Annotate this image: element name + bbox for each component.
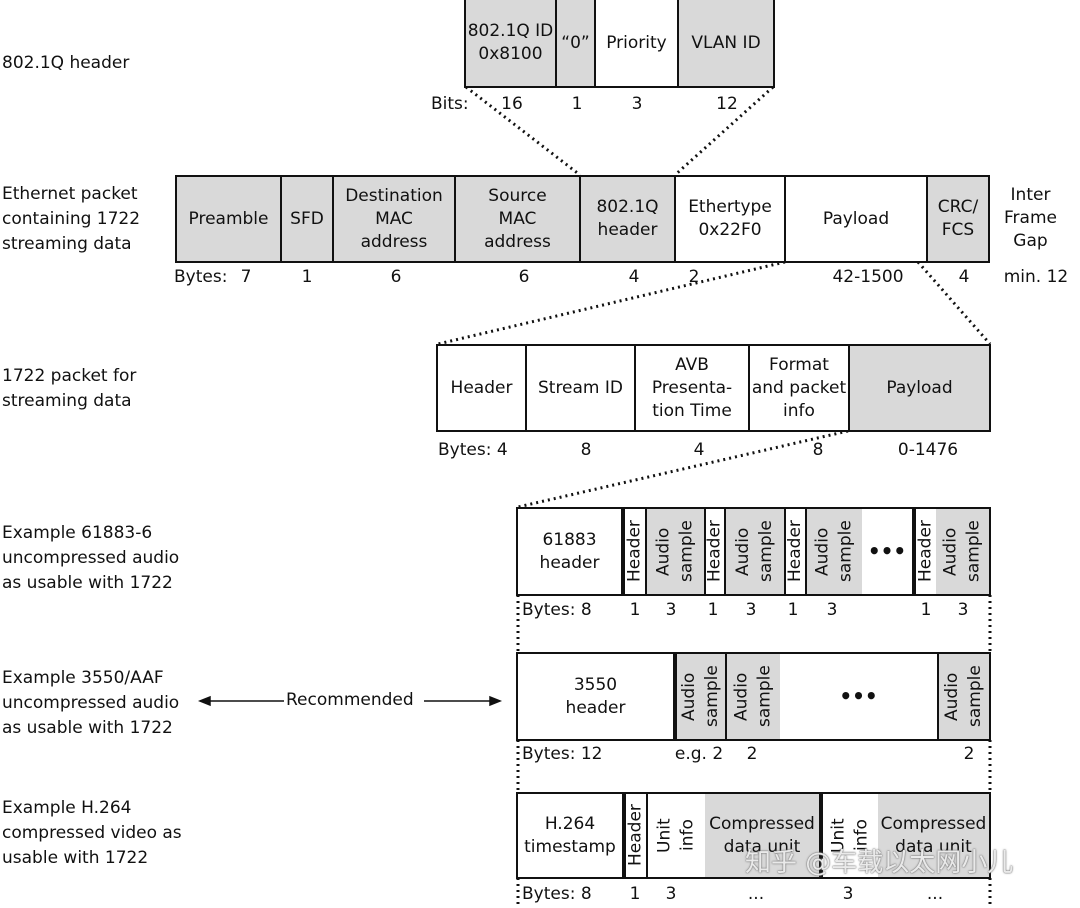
bytes-value: e.g. 2 (674, 744, 724, 764)
61883-header-field: 61883 header (518, 509, 623, 594)
audio-sample-field: Audio sample (939, 654, 989, 739)
ellipsis-field: ••• (862, 509, 914, 594)
inter-frame-gap-label: Inter Frame Gap (1004, 185, 1057, 251)
format-info-field: Format and packet info (750, 346, 850, 430)
sample-header-field: Header (784, 509, 805, 594)
8021q-field-row: 802.1Q ID 0x8100 “0” Priority VLAN ID (464, 0, 775, 88)
sample-header-field: Header (914, 509, 936, 594)
source-mac-field: Source MAC address (456, 177, 581, 261)
crc-fcs-field: CRC/ FCS (928, 177, 988, 261)
1722-packet-row: Header Stream ID AVB Presenta- tion Time… (436, 344, 991, 432)
bytes-value: 4 (628, 267, 640, 287)
bytes-value: 3 (665, 884, 677, 904)
audio-sample-field: Audio sample (936, 509, 989, 594)
bytes-value: Bytes: 8 (522, 884, 592, 904)
preamble-field: Preamble (177, 177, 282, 261)
bytes-value: Bytes: 12 (522, 744, 603, 764)
8021q-header-field: 802.1Q header (581, 177, 676, 261)
vlan-id-field: VLAN ID (679, 0, 773, 86)
bytes-value: 3 (842, 884, 854, 904)
label-1722-packet: 1722 packet for streaming data (2, 366, 137, 411)
bytes-value: 7 (240, 267, 252, 287)
ethernet-bytes-row: Bytes: 7 1 6 6 4 2 42-1500 4 min. 12 (0, 267, 1080, 291)
sample-header-field: Header (623, 509, 645, 594)
label-example-3550: Example 3550/AAF uncompressed audio as u… (2, 668, 180, 738)
audio-sample-field: Audio sample (725, 654, 780, 739)
bits-value: 1 (571, 94, 583, 114)
61883-row: 61883 header Header Audio sample Header … (516, 507, 991, 596)
bits-value: 3 (631, 94, 643, 114)
label-ethernet-packet: Ethernet packet containing 1722 streamin… (2, 184, 141, 254)
ellipsis-field: ••• (780, 654, 939, 739)
compressed-data-field: Compressed data unit (705, 794, 821, 877)
audio-sample-field: Audio sample (675, 654, 725, 739)
1722-payload-field: Payload (850, 346, 989, 430)
1722-bytes-row: Bytes: 4 8 4 8 0-1476 (0, 440, 1080, 464)
watermark: 知乎 @车载以太网小儿 (745, 848, 1014, 878)
tpid-field: 802.1Q ID 0x8100 (466, 0, 557, 86)
h264-header-field: Header (624, 794, 646, 877)
bytes-value: 2 (746, 744, 758, 764)
bytes-value: 1 (787, 600, 799, 620)
bytes-value: 6 (390, 267, 402, 287)
h264-timestamp-field: H.264 timestamp (518, 794, 624, 877)
payload-field: Payload (786, 177, 928, 261)
unit-info-field: Unit info (646, 794, 705, 877)
label-example-61883: Example 61883-6 uncompressed audio as us… (2, 523, 180, 593)
bytes-value: 3 (957, 600, 969, 620)
bytes-value: 0-1476 (897, 440, 959, 460)
bytes-value: 1 (920, 600, 932, 620)
stream-id-field: Stream ID (527, 346, 636, 430)
bytes-value: 4 (958, 267, 970, 287)
recommended-label: Recommended (286, 690, 414, 710)
bytes-value: 8 (812, 440, 824, 460)
bytes-value: Bytes: 4 (438, 440, 508, 460)
bytes-value: 1 (629, 600, 641, 620)
h264-bytes-row: Bytes: 8 1 3 ... 3 ... (0, 884, 1080, 908)
bits-value: 12 (716, 94, 738, 114)
bytes-value: ... (926, 884, 944, 904)
bytes-value: 3 (745, 600, 757, 620)
sfd-field: SFD (282, 177, 334, 261)
bytes-value: Bytes: 8 (522, 600, 592, 620)
bits-value: 16 (501, 94, 523, 114)
1722-header-field: Header (438, 346, 527, 430)
label-8021q-header: 802.1Q header (2, 53, 130, 73)
3550-row: 3550 header Audio sample Audio sample ••… (516, 652, 991, 741)
bits-label: Bits: (431, 94, 469, 114)
ethernet-packet-row: Preamble SFD Destination MAC address Sou… (175, 175, 990, 263)
bytes-value: 6 (518, 267, 530, 287)
compressed-data-field: Compressed data unit (878, 794, 989, 877)
bytes-value: min. 12 (1003, 267, 1069, 287)
destination-mac-field: Destination MAC address (334, 177, 456, 261)
sample-header-field: Header (704, 509, 724, 594)
priority-field: Priority (596, 0, 679, 86)
bytes-value: 8 (580, 440, 592, 460)
bytes-value: 1 (707, 600, 719, 620)
audio-sample-field: Audio sample (805, 509, 862, 594)
presentation-time-field: AVB Presenta- tion Time (636, 346, 750, 430)
audio-sample-field: Audio sample (724, 509, 784, 594)
3550-bytes-row: Bytes: 12 e.g. 2 2 2 (0, 744, 1080, 768)
bytes-value: 2 (688, 267, 700, 287)
bytes-label: Bytes: (174, 267, 228, 287)
bytes-value: ... (747, 884, 765, 904)
bytes-value: 2 (963, 744, 975, 764)
bytes-value: 1 (629, 884, 641, 904)
zero-field: “0” (557, 0, 596, 86)
bytes-value: 3 (665, 600, 677, 620)
h264-row: H.264 timestamp Header Unit info Compres… (516, 792, 991, 879)
3550-header-field: 3550 header (518, 654, 675, 739)
bytes-value: 42-1500 (832, 267, 904, 287)
bytes-value: 1 (301, 267, 313, 287)
bytes-value: 3 (826, 600, 838, 620)
ethertype-field: Ethertype 0x22F0 (676, 177, 786, 261)
bytes-value: 4 (693, 440, 705, 460)
8021q-bits-row: Bits: 16 1 3 12 (0, 94, 1080, 118)
label-example-h264: Example H.264 compressed video as usable… (2, 798, 182, 868)
61883-bytes-row: Bytes: 8 1 3 1 3 1 3 1 3 (0, 600, 1080, 624)
audio-sample-field: Audio sample (645, 509, 704, 594)
